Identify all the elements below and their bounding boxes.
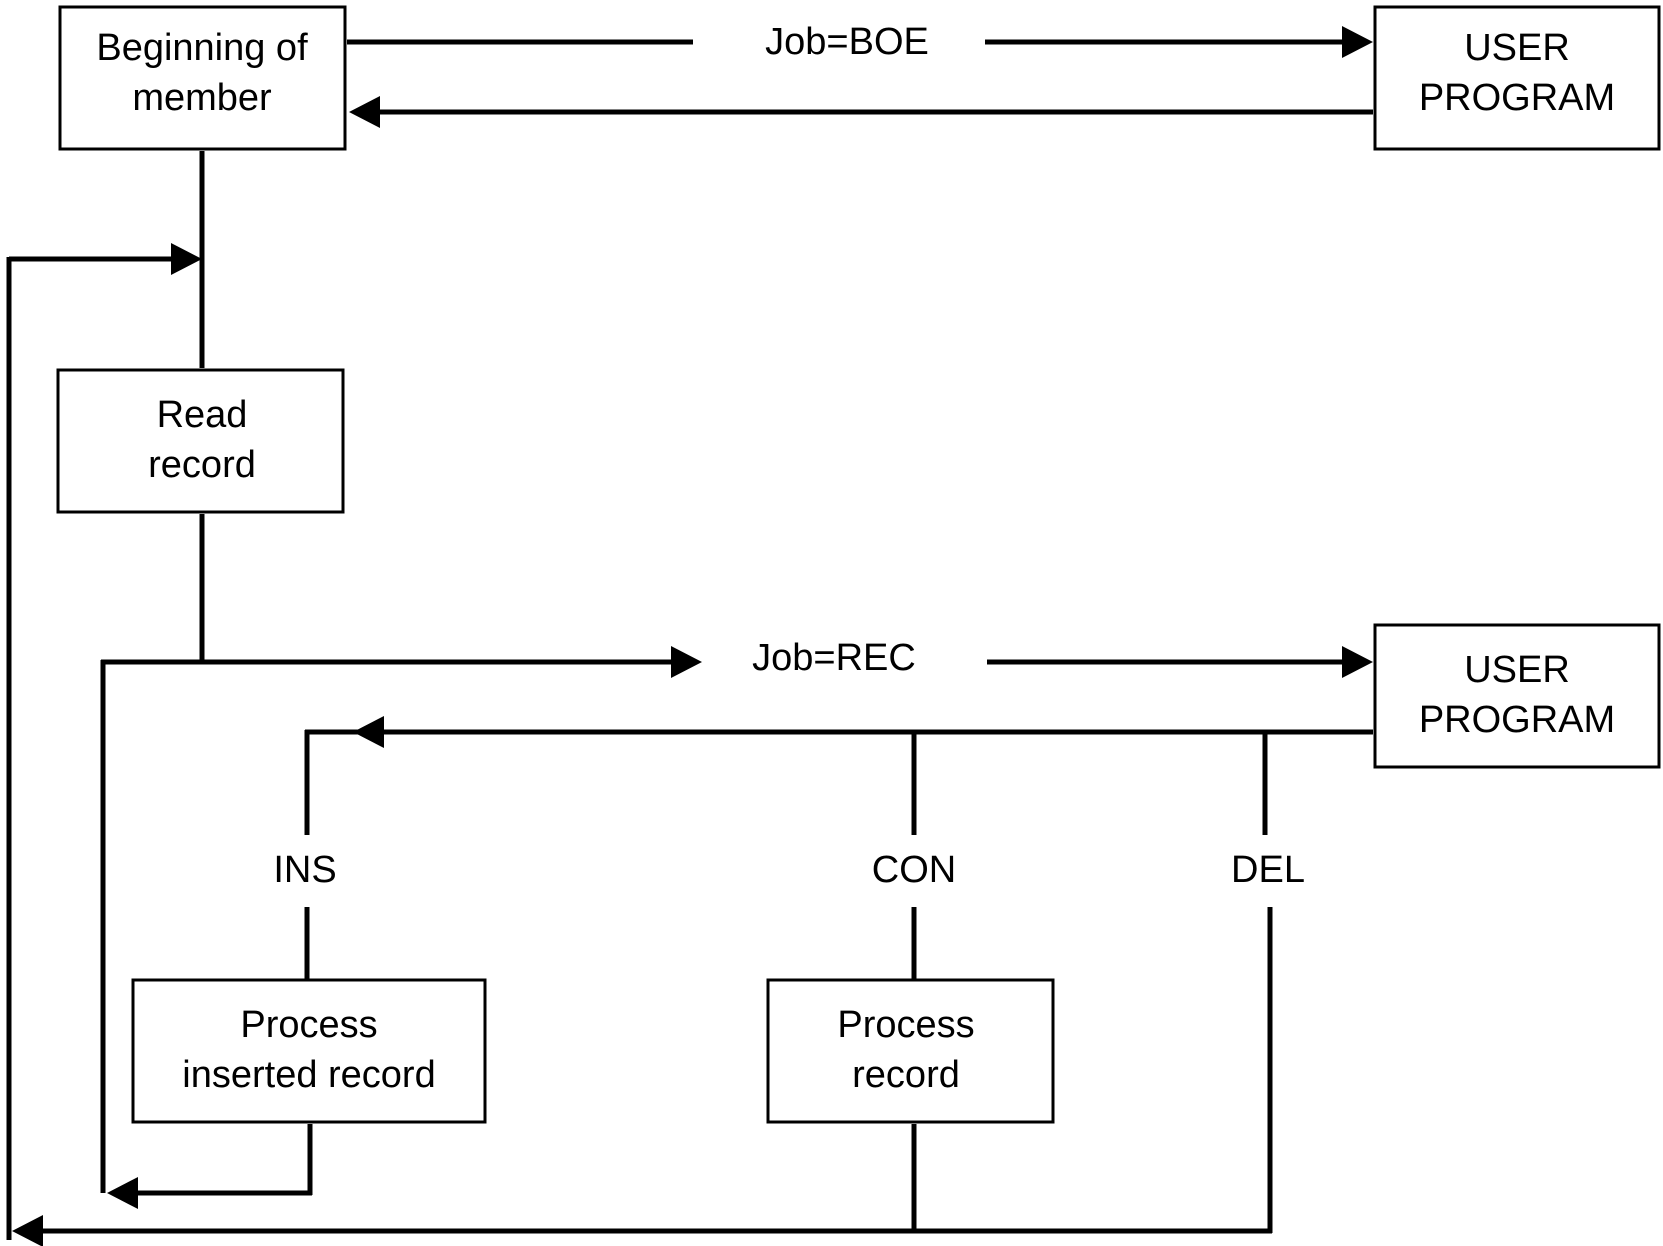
edge-label-con: CON xyxy=(872,849,956,891)
read-record-box xyxy=(56,368,345,514)
arrowhead-boe-return xyxy=(349,96,380,128)
arrowhead-rec-mid xyxy=(671,646,702,678)
process-record-line2: record xyxy=(852,1054,960,1096)
arrowhead-boe xyxy=(1342,26,1373,58)
process-record-box xyxy=(766,978,1055,1124)
arrowhead-rec xyxy=(1342,646,1373,678)
read-record-line1: Read xyxy=(157,394,248,436)
user-program-bottom-line2: PROGRAM xyxy=(1419,699,1615,741)
process-inserted-record-box xyxy=(131,978,487,1124)
beginning-of-member-line1: Beginning of xyxy=(96,27,308,69)
read-record-line2: record xyxy=(148,444,256,486)
edge-label-job-rec: Job=REC xyxy=(752,637,916,679)
user-program-top-box xyxy=(1373,5,1661,151)
edge-label-job-boe: Job=BOE xyxy=(765,21,929,63)
arrowhead-return-bus xyxy=(353,716,384,748)
arrowhead-bottom-bus xyxy=(12,1215,43,1246)
process-inserted-record-line2: inserted record xyxy=(182,1054,435,1096)
beginning-of-member-box xyxy=(58,5,347,151)
user-program-bottom-box xyxy=(1373,623,1661,769)
user-program-top-line2: PROGRAM xyxy=(1419,77,1615,119)
beginning-of-member-line2: member xyxy=(132,77,272,119)
process-record-line1: Process xyxy=(837,1004,974,1046)
process-inserted-record-line1: Process xyxy=(240,1004,377,1046)
edge-label-ins: INS xyxy=(273,849,336,891)
user-program-top-line1: USER xyxy=(1464,27,1570,69)
edge-label-del: DEL xyxy=(1231,849,1305,891)
arrowhead-loop-entry xyxy=(171,243,202,275)
arrowhead-ins-return xyxy=(107,1177,138,1209)
user-program-bottom-line1: USER xyxy=(1464,649,1570,691)
